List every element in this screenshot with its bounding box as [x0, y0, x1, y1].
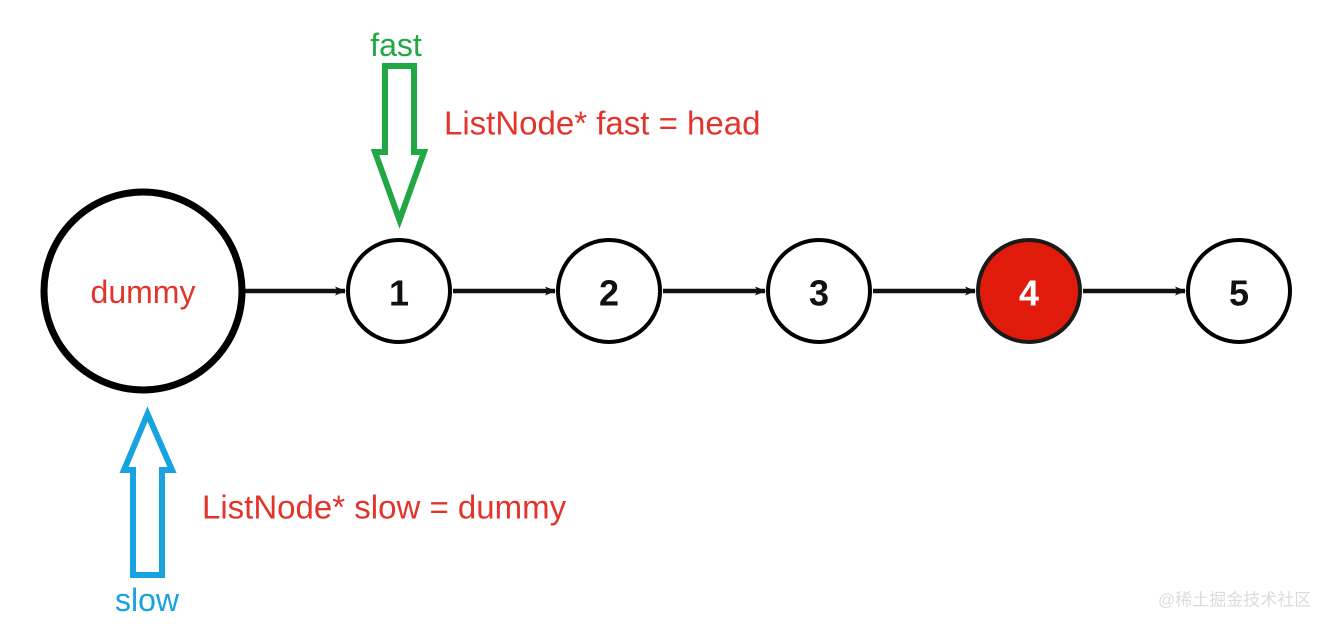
node-2-label: 2: [599, 273, 619, 314]
node-1-label: 1: [389, 273, 409, 314]
node-5-circle: [1186, 238, 1292, 344]
slow-pointer-arrow-icon: [119, 406, 177, 578]
node-4-highlighted[interactable]: 4: [976, 238, 1082, 344]
node-dummy-label: dummy: [91, 274, 196, 310]
fast-pointer-arrow-icon: [370, 63, 429, 229]
fast-pointer-group[interactable]: fast: [370, 27, 429, 229]
slow-annotation-text: ListNode* slow = dummy: [202, 489, 567, 526]
node-5-label: 5: [1229, 273, 1249, 314]
node-1[interactable]: 1: [346, 238, 452, 344]
node-2-circle: [556, 238, 662, 344]
node-3[interactable]: 3: [766, 238, 872, 344]
node-4-circle: [976, 238, 1082, 344]
slow-pointer-label: slow: [115, 582, 180, 618]
watermark-label: @稀土掘金技术社区: [1158, 591, 1311, 610]
node-dummy-circle: [40, 188, 246, 394]
node-2[interactable]: 2: [556, 238, 662, 344]
node-4-label: 4: [1019, 273, 1039, 314]
node-1-circle: [346, 238, 452, 344]
node-dummy[interactable]: dummy: [40, 188, 246, 394]
fast-pointer-label: fast: [370, 27, 422, 63]
node-3-circle: [766, 238, 872, 344]
slow-pointer-group[interactable]: slow: [115, 406, 180, 618]
fast-annotation-text: ListNode* fast = head: [444, 105, 760, 142]
node-3-label: 3: [809, 273, 829, 314]
node-5[interactable]: 5: [1186, 238, 1292, 344]
